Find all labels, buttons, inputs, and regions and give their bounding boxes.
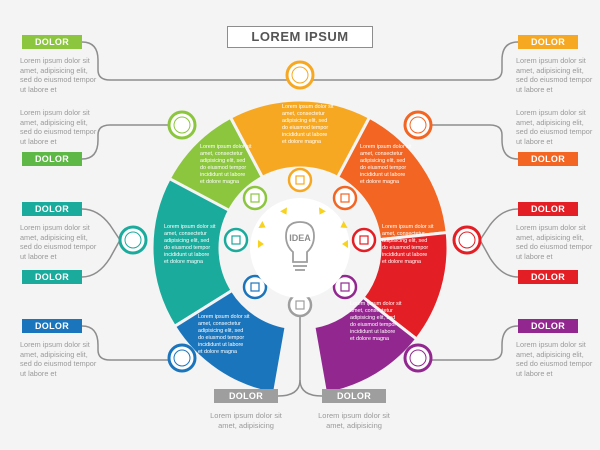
connector-line-6 (300, 41, 519, 81)
label-tag-right-3: DOLOR (518, 202, 578, 216)
connector-line-9 (479, 239, 519, 278)
label-tag-bottom-2: DOLOR (322, 389, 386, 403)
side-text-right-1: Lorem ipsum dolor sit amet, adipisicing … (516, 56, 593, 94)
label-tag-left-5: DOLOR (22, 319, 82, 333)
label-tag-right-2: DOLOR (518, 152, 578, 166)
inner-icon-1 (242, 185, 268, 211)
connector-line-2 (81, 124, 170, 160)
connector-line-3 (81, 208, 132, 241)
side-text-right-3: Lorem ipsum dolor sit amet, adipisicing … (516, 223, 593, 261)
connector-line-4 (81, 239, 121, 278)
bottom-text-2: Lorem ipsum dolor sit amet, adipisicing (318, 411, 390, 430)
idea-label: IDEA (289, 233, 311, 243)
light-ray (342, 240, 348, 248)
center-circle (250, 198, 350, 298)
arrows-exchange-icon (167, 343, 197, 373)
light-ray (258, 221, 266, 228)
side-text-left-1: Lorem ipsum dolor sit amet, adipisicing … (20, 56, 97, 94)
label-tag-right-1: DOLOR (518, 35, 578, 49)
page-title: LOREM IPSUM (227, 26, 373, 48)
side-text-left-2: Lorem ipsum dolor sit amet, adipisicing … (20, 108, 97, 146)
inner-icon-5 (332, 185, 358, 211)
segment-teal (150, 176, 235, 329)
inner-icons (223, 167, 377, 318)
bar-chart-icon (403, 343, 433, 373)
idea-center: IDEA (250, 198, 350, 298)
label-tag-left-4: DOLOR (22, 270, 82, 284)
connector-line-10 (410, 325, 519, 361)
connector-line-5 (81, 325, 180, 361)
side-text-right-2: Lorem ipsum dolor sit amet, adipisicing … (516, 108, 593, 146)
graduation-cap-icon (118, 225, 148, 255)
smartphone-icon (452, 225, 482, 255)
side-text-left-3: Lorem ipsum dolor sit amet, adipisicing … (20, 223, 97, 261)
inner-icon-3 (242, 274, 268, 300)
lightbulb-icon (285, 221, 315, 263)
label-tag-left-2: DOLOR (22, 152, 82, 166)
bottom-text-1: Lorem ipsum dolor sit amet, adipisicing (210, 411, 282, 430)
light-ray (258, 240, 264, 248)
label-tag-right-4: DOLOR (518, 270, 578, 284)
inner-icon-4 (287, 167, 313, 193)
label-tag-bottom-1: DOLOR (214, 389, 278, 403)
label-tag-left-1: DOLOR (22, 35, 82, 49)
connector-line-12 (299, 379, 323, 397)
side-text-right-5: Lorem ipsum dolor sit amet, adipisicing … (516, 340, 593, 378)
side-text-left-5: Lorem ipsum dolor sit amet, adipisicing … (20, 340, 97, 378)
smartphone-icon (285, 60, 315, 90)
chart-up-icon (167, 110, 197, 140)
connector-lines (81, 41, 519, 397)
label-tag-left-3: DOLOR (22, 202, 82, 216)
label-tag-right-5: DOLOR (518, 319, 578, 333)
light-ray (280, 207, 287, 215)
light-ray (319, 207, 326, 215)
connector-line-1 (81, 41, 301, 81)
light-ray (340, 221, 348, 228)
inner-icon-2 (223, 227, 249, 253)
briefcase-icon (403, 110, 433, 140)
inner-icon-6 (351, 227, 377, 253)
connector-line-7 (420, 124, 519, 160)
segment-blue (172, 288, 288, 396)
inner-icon-7 (332, 274, 358, 300)
connector-line-8 (470, 208, 519, 241)
